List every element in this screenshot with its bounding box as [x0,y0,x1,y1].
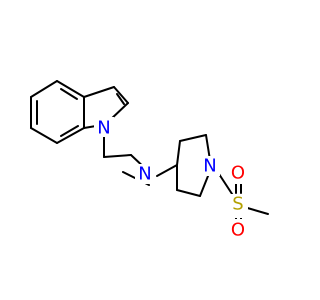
bond [30,127,58,144]
molecule-structure: N N N S O O [30,80,269,241]
bond [56,80,85,98]
piperidine-nitrogen-label: N [203,156,216,177]
atom-labels: N N N S O O [94,117,248,241]
bond [83,86,115,98]
double-bond-inner [60,88,78,100]
bond [30,80,58,98]
bond [116,93,125,105]
indole-nitrogen-label: N [97,118,110,139]
bond [56,127,85,144]
bond [113,86,129,104]
bond [179,134,207,142]
bond [205,134,211,161]
bond [176,189,201,197]
bond [103,154,132,158]
sulfur-label: S [232,194,243,215]
oxygen-bottom-label: O [231,220,245,241]
bond [176,140,181,166]
oxygen-top-label: O [231,163,245,184]
indole-benzene-ring [30,80,85,144]
bond-to-piperidine [156,164,178,177]
molecule-canvas: N N N S O O [30,80,269,241]
piperidine-ring [176,134,211,197]
amine-nitrogen-label: N [138,164,151,185]
double-bond-inner [60,125,79,137]
